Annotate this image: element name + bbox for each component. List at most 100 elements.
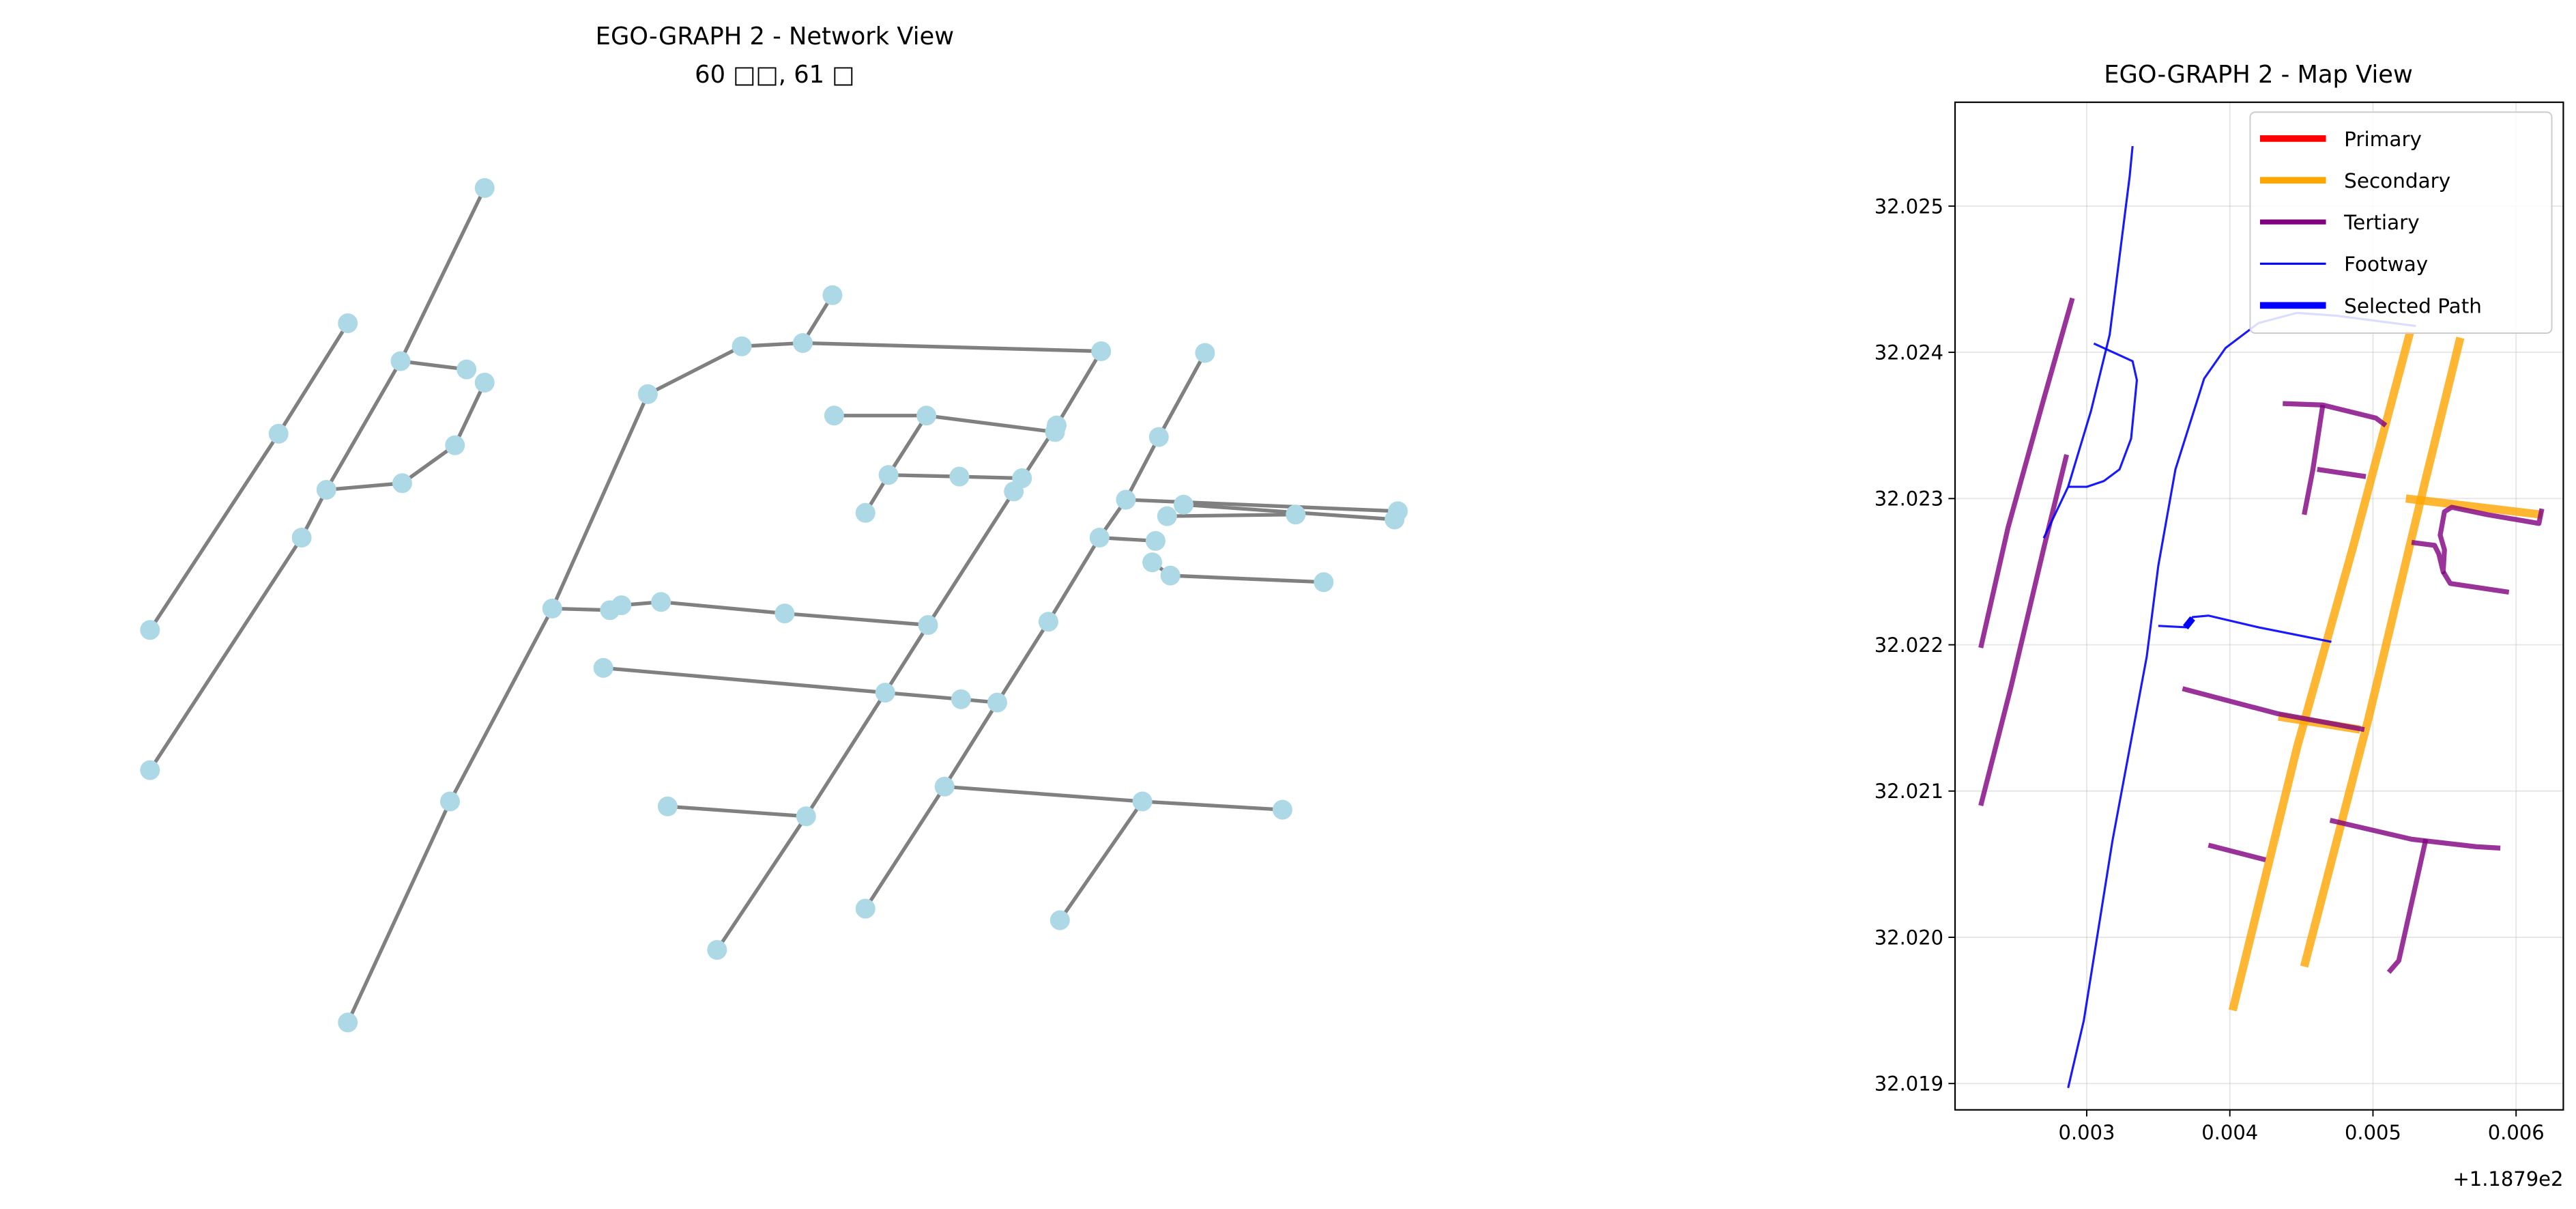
network-node — [316, 479, 336, 500]
network-node — [651, 592, 671, 612]
network-edge — [1125, 498, 1398, 513]
network-node — [1173, 494, 1193, 515]
legend-frame — [2249, 111, 2553, 334]
network-title-line1: EGO-GRAPH 2 - Network View — [596, 23, 954, 51]
network-node — [875, 683, 895, 703]
network-edge — [400, 359, 467, 371]
network-node — [732, 336, 752, 356]
network-node — [1148, 427, 1169, 447]
network-edge — [886, 414, 928, 477]
x-axis-offset-label: +1.1879e2 — [2453, 1167, 2564, 1191]
network-node — [1385, 509, 1405, 530]
network-node — [775, 603, 795, 624]
map-line-tertiary — [2386, 838, 2429, 974]
network-edge — [1170, 573, 1324, 584]
network-node — [1038, 612, 1058, 632]
network-node — [878, 465, 899, 485]
map-gridlines — [1955, 102, 2564, 1110]
map-line-footway — [2158, 614, 2332, 643]
network-edge — [1167, 513, 1296, 518]
map-line-secondary — [2228, 330, 2414, 1012]
network-edge — [346, 800, 452, 1023]
network-edge — [277, 322, 349, 435]
map-title: EGO-GRAPH 2 - Map View — [2104, 61, 2413, 89]
network-node — [542, 598, 562, 618]
network-node — [657, 796, 678, 816]
network-edge — [888, 473, 959, 479]
map-line-footway — [2068, 342, 2139, 488]
network-node — [796, 806, 816, 827]
y-tick-label: 32.019 — [1875, 1072, 1943, 1096]
y-tick-label: 32.025 — [1875, 195, 1943, 218]
network-node — [792, 332, 813, 353]
map-y-ticks: 32.01932.02032.02132.02232.02332.02432.0… — [1875, 195, 1956, 1096]
network-edge — [453, 382, 487, 446]
network-edge — [1157, 352, 1207, 438]
network-edge — [1142, 799, 1283, 812]
network-node — [1091, 341, 1112, 362]
legend-label-footway: Footway — [2344, 253, 2428, 276]
y-tick-label: 32.020 — [1875, 926, 1943, 949]
network-node — [855, 898, 875, 919]
legend-label-primary: Primary — [2344, 128, 2422, 151]
network-node — [140, 620, 160, 640]
network-edge — [996, 621, 1050, 704]
network-node — [637, 384, 658, 404]
map-line-tertiary — [1978, 297, 2075, 649]
network-node — [1089, 528, 1110, 548]
network-edge — [944, 784, 1143, 803]
network-node — [474, 177, 495, 198]
network-edge — [401, 444, 457, 485]
network-edge — [885, 690, 961, 701]
network-node — [1116, 489, 1136, 510]
network-node — [822, 285, 843, 305]
map-line-tertiary — [2208, 842, 2267, 863]
network-node — [1142, 552, 1163, 573]
map-line-tertiary — [2317, 466, 2367, 479]
x-tick-label: 0.003 — [2059, 1121, 2115, 1144]
network-node — [392, 473, 412, 494]
network-node — [268, 423, 289, 444]
network-title-line2: 60 □□, 61 □ — [695, 61, 854, 89]
network-node — [1195, 343, 1215, 363]
network-edge — [864, 785, 946, 910]
network-node — [611, 595, 632, 616]
network-edge — [926, 490, 1015, 626]
y-tick-label: 32.021 — [1875, 780, 1943, 803]
network-node — [457, 359, 477, 380]
map-line-tertiary — [2283, 401, 2388, 428]
y-tick-label: 32.024 — [1875, 341, 1943, 364]
network-node — [1004, 481, 1024, 502]
network-edge — [802, 341, 1101, 354]
network-node — [934, 776, 955, 797]
network-node — [1045, 422, 1065, 442]
network-node — [1314, 572, 1334, 593]
x-tick-label: 0.005 — [2345, 1121, 2401, 1144]
network-node — [951, 689, 971, 709]
network-node — [390, 351, 411, 371]
network-node — [918, 615, 938, 636]
network-edge — [647, 344, 743, 396]
map-legend: PrimarySecondaryTertiaryFootwaySelected … — [2249, 111, 2553, 334]
network-edge — [784, 611, 929, 627]
network-node — [1286, 504, 1306, 525]
network-edge — [1055, 350, 1103, 427]
network-edge — [1124, 436, 1161, 501]
network-node — [291, 528, 312, 548]
network-edge — [448, 608, 554, 803]
network-edge — [148, 432, 280, 631]
network-edge — [1058, 800, 1144, 922]
network-edge — [805, 692, 887, 818]
network-edge — [942, 701, 999, 788]
map-line-tertiary — [2329, 818, 2501, 851]
network-edge — [741, 341, 803, 348]
map-line-tertiary — [2302, 404, 2326, 515]
map-line-tertiary — [2182, 686, 2365, 732]
network-node — [140, 760, 160, 780]
network-node — [987, 692, 1007, 713]
x-tick-label: 0.006 — [2488, 1121, 2545, 1144]
network-node — [338, 1012, 358, 1033]
map-line-footway — [2067, 311, 2298, 1088]
